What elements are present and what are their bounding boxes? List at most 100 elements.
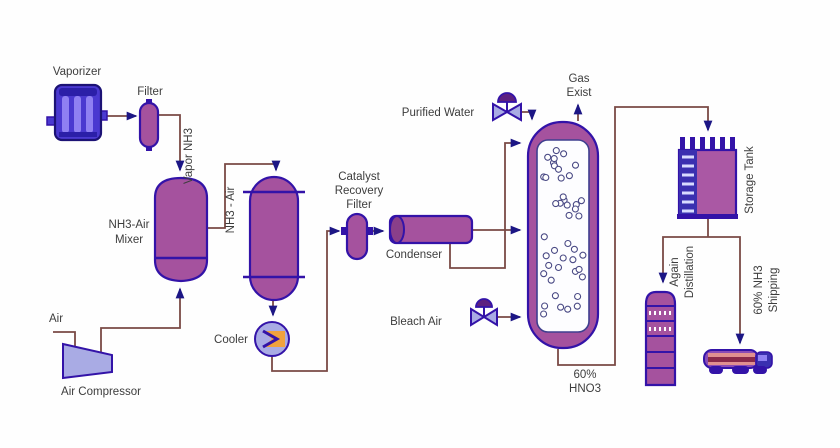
distillation-label-line1: Again [669, 257, 681, 286]
catalyst-recovery-filter [341, 212, 373, 261]
bubble [557, 303, 565, 311]
catfilter-body [345, 212, 369, 261]
absorption-column [526, 120, 600, 350]
distillation-trays [646, 305, 675, 369]
valve-bowtie-right [504, 102, 522, 122]
shipping-label-line2: Shipping [768, 268, 780, 313]
vaporizer-top-band [59, 88, 97, 96]
condenser-end-cap [389, 215, 405, 244]
bubble [540, 270, 548, 278]
bubble [559, 254, 567, 262]
bubble [563, 201, 571, 209]
bubble [575, 265, 583, 273]
bubble [569, 256, 577, 264]
storage-tank-label: Storage Tank [744, 146, 756, 214]
absorber-inner [536, 139, 590, 333]
labels: Vaporizer Filter Vapor NH3 NH3-Air Mixer… [49, 66, 780, 398]
truck-window [758, 355, 767, 361]
bubble [542, 173, 550, 182]
condenser [388, 214, 474, 245]
bubble [557, 174, 565, 182]
mixer-body [153, 176, 209, 283]
converter-column [243, 175, 305, 302]
bubble [554, 263, 563, 272]
pipe-condenser-bottom-column [449, 138, 522, 269]
catalyst-label-line1: Catalyst [338, 171, 380, 183]
truck-stripe [708, 353, 755, 357]
cooler-label: Cooler [214, 334, 248, 346]
purified-water-label: Purified Water [402, 107, 475, 119]
mixer-label-line1: NH3-Air [109, 219, 150, 231]
filter-top-stub [146, 99, 152, 104]
bubble [542, 252, 550, 260]
truck-wheels [732, 366, 749, 374]
valve-bowtie-left [492, 102, 510, 122]
bubble [551, 292, 559, 300]
pipe-compressor-mixer [100, 287, 185, 352]
bubble [573, 302, 581, 310]
shipping-label-line1: 60% NH3 [753, 265, 765, 314]
vapor-nh3-label: Vapor NH3 [183, 128, 195, 184]
cooler-coil-icon [262, 329, 281, 349]
pipe-branch-distillation [658, 236, 708, 284]
bubble [550, 246, 559, 254]
bubble [554, 165, 563, 173]
bubble [550, 155, 558, 163]
vaporizer-label: Vaporizer [53, 66, 102, 78]
bubble [578, 273, 586, 281]
air-label: Air [49, 313, 63, 325]
gas-exist-label-line2: Exist [567, 87, 593, 99]
tank-ladder-rungs [682, 155, 694, 213]
pipe-column-storage-tank [557, 106, 713, 366]
bubble [564, 305, 572, 313]
purified-water-valve [492, 92, 522, 122]
bleach-air-valve [470, 298, 498, 327]
tank-base [677, 214, 738, 219]
bubble [552, 200, 560, 208]
tank-crenellations [680, 137, 735, 151]
gas-exist-label-line1: Gas [568, 73, 589, 85]
pipe-branch-truck [708, 236, 745, 345]
absorber-bubbles [540, 147, 587, 318]
distillation-label-line2: Distillation [684, 246, 696, 298]
air-compressor-label: Air Compressor [61, 386, 141, 398]
distillation-column [644, 290, 677, 387]
catfilter-right-stub [366, 227, 373, 235]
tanker-truck [703, 349, 773, 374]
bubble [571, 161, 580, 169]
valve-bowtie-right [482, 307, 498, 327]
vaporizer-tube [62, 96, 69, 133]
bubble [560, 150, 568, 158]
pipe-filter-mixer [158, 114, 185, 172]
bubble [541, 302, 549, 310]
bubble [571, 205, 579, 213]
mixer-label-line2: Mixer [115, 234, 143, 246]
bubble [547, 276, 555, 284]
pipe-air-inlet [53, 331, 76, 346]
bubble [540, 233, 548, 241]
storage-tank [677, 137, 738, 219]
product-label-line1: 60% [573, 369, 596, 381]
bubble [559, 193, 567, 201]
air-compressor [62, 342, 113, 380]
filter-label: Filter [137, 86, 163, 98]
bubble [564, 239, 572, 248]
bubble [565, 211, 573, 219]
vaporizer-bottom-band [59, 132, 97, 137]
bubble [545, 261, 553, 269]
product-label-line2: HNO3 [569, 383, 601, 395]
catalyst-label-line3: Filter [346, 199, 372, 211]
bubble [575, 212, 583, 220]
cooler [254, 321, 290, 357]
valve-actuator-dome [497, 92, 517, 103]
pipe-mixer-converter [207, 160, 281, 229]
bleach-air-label: Bleach Air [390, 316, 442, 328]
bubble [552, 147, 560, 155]
condenser-label: Condenser [386, 249, 442, 261]
bubble [574, 292, 582, 301]
filter-bottom-stub [146, 146, 152, 151]
bubble [570, 245, 578, 253]
distillation-body [644, 290, 677, 387]
catalyst-label-line2: Recovery [335, 185, 384, 197]
